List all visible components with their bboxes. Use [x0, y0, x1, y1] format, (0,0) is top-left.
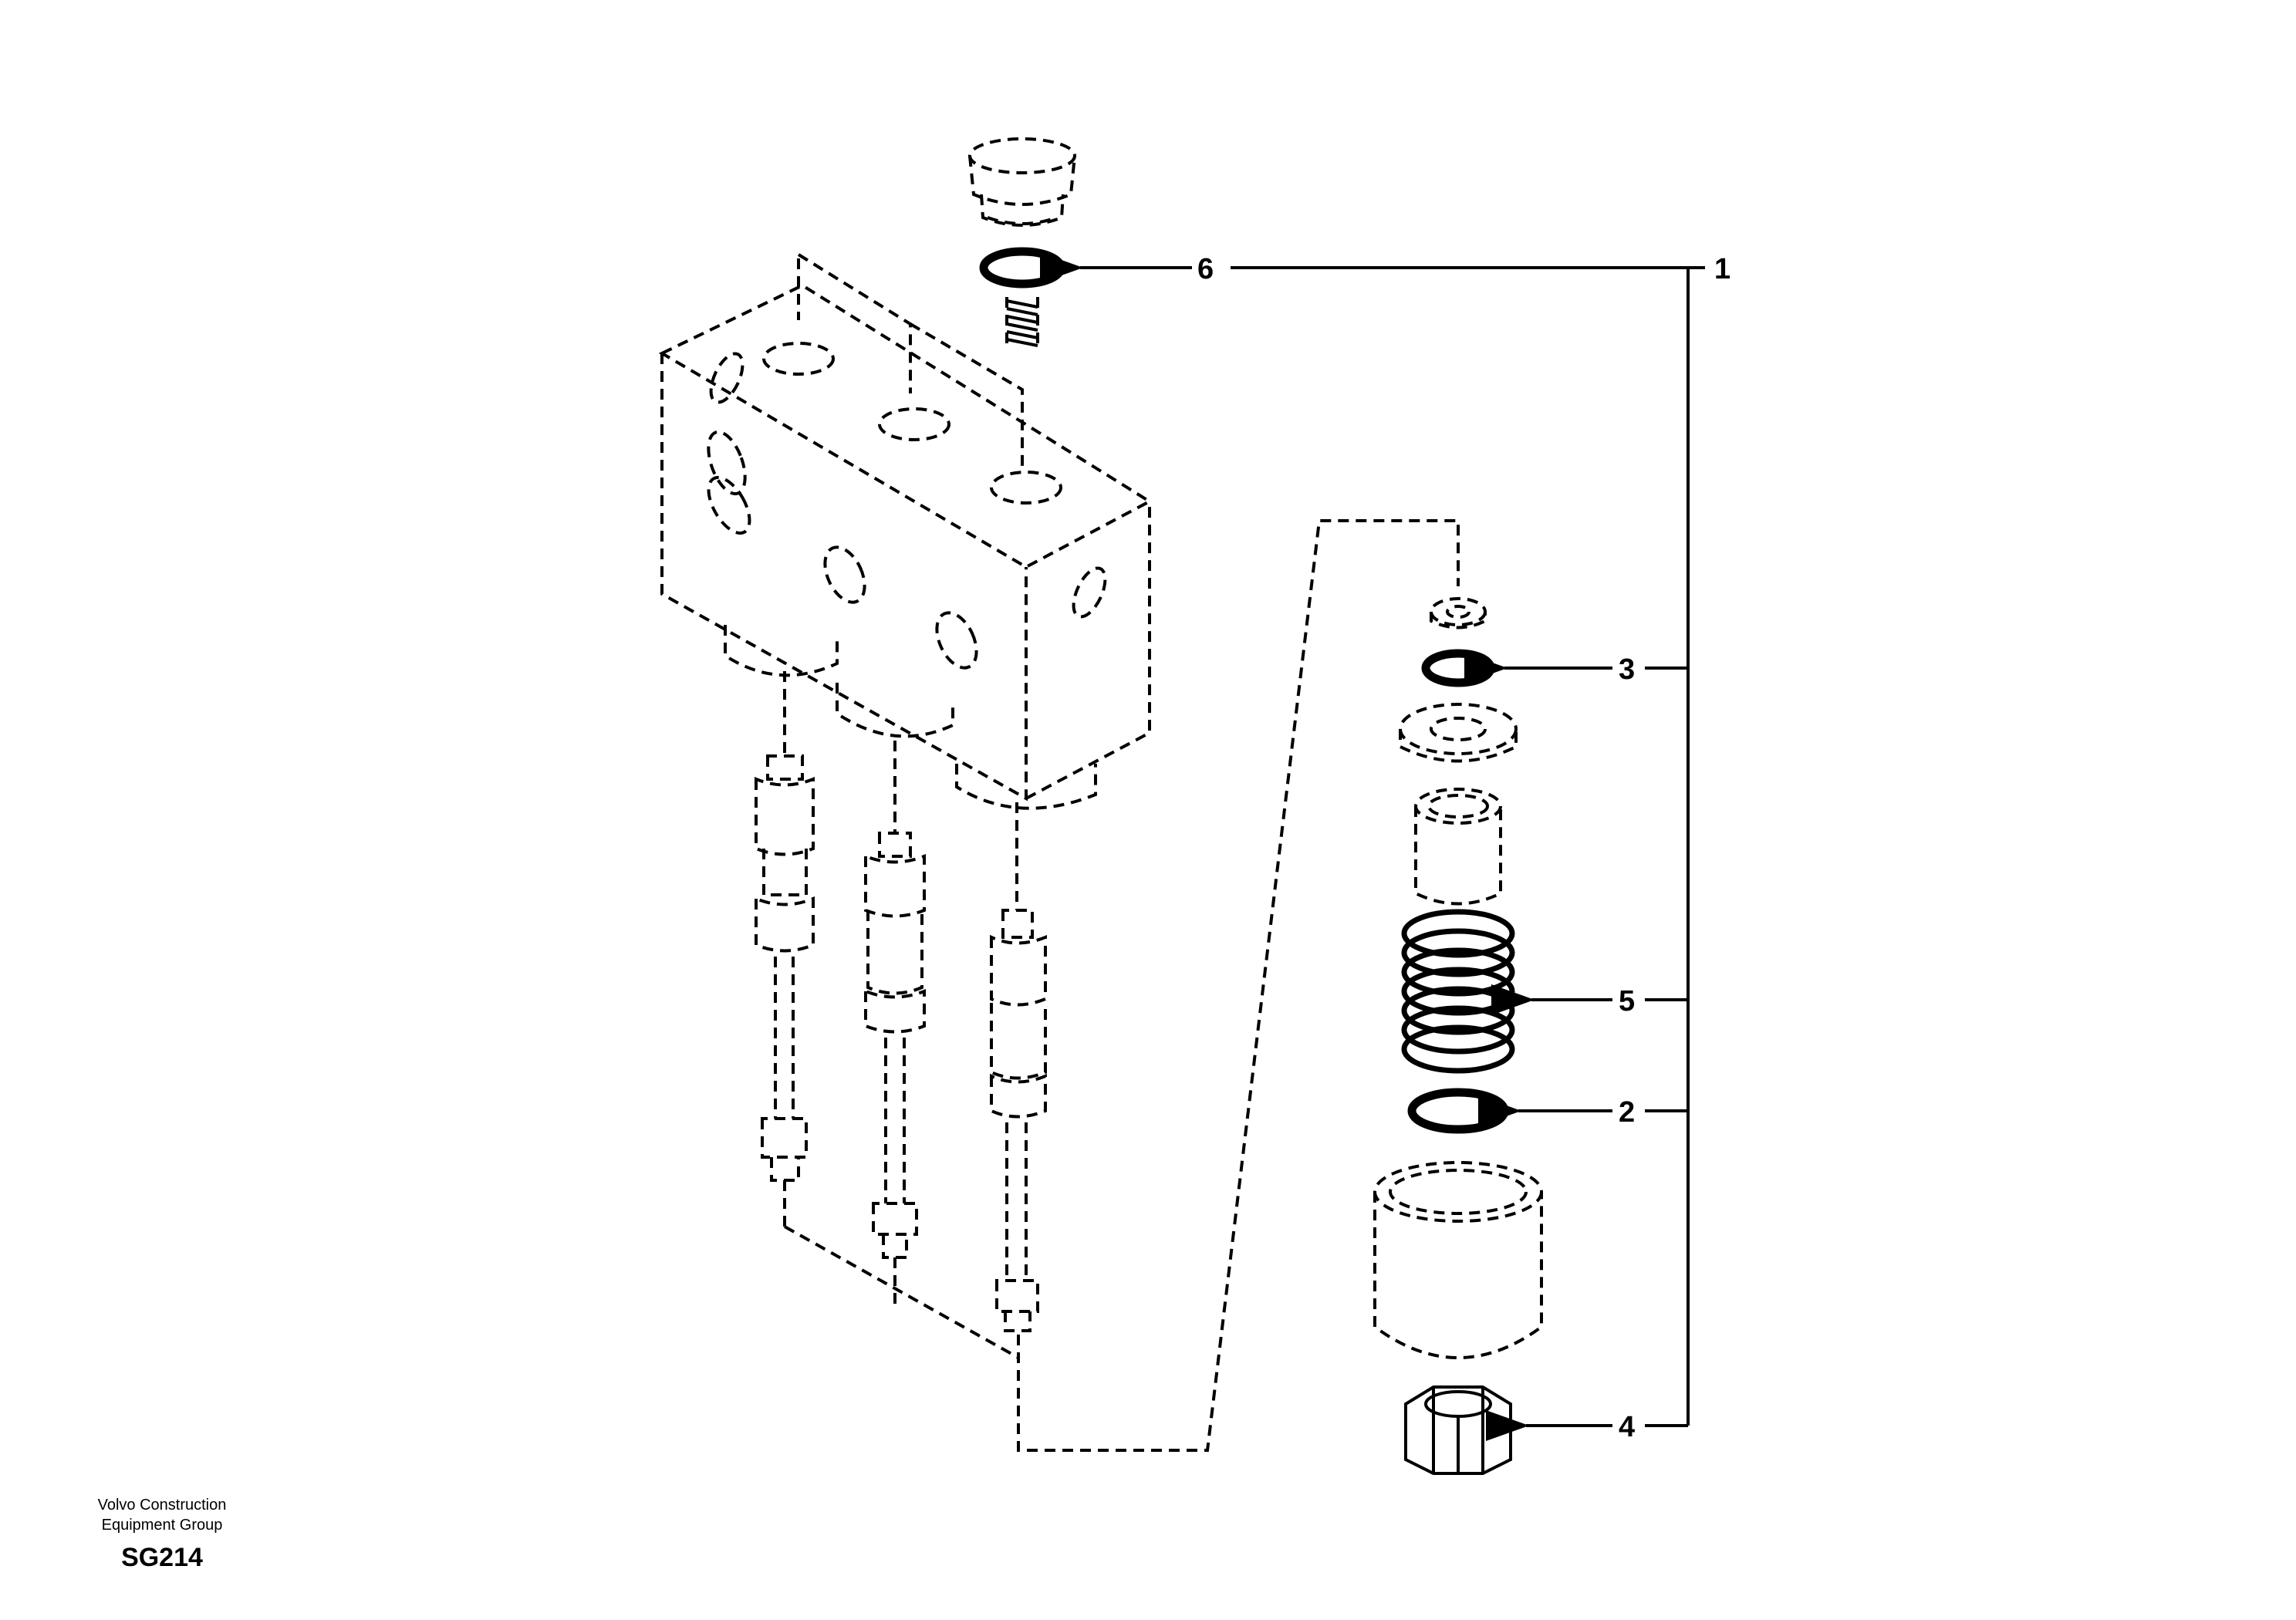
washer-top: [1430, 597, 1487, 629]
o-ring-3: [1421, 649, 1495, 687]
drawing-code: SG214: [121, 1543, 203, 1572]
callout-1: 1: [1714, 253, 1730, 285]
spring-seat: [1399, 703, 1518, 763]
spool-left: [755, 671, 815, 1227]
valve-block: [658, 253, 1153, 810]
spool-middle: [864, 741, 926, 1304]
callout-4: 4: [1619, 1411, 1635, 1443]
sleeve: [1414, 788, 1502, 906]
callout-5: 5: [1619, 985, 1635, 1018]
spool-right: [990, 802, 1047, 1332]
callout-2: 2: [1619, 1096, 1635, 1129]
footer-company-line1: Volvo Construction: [97, 1497, 227, 1514]
assembly-trace-line: [784, 519, 1460, 1452]
callout-3: 3: [1619, 653, 1635, 686]
callout-bracket: [1231, 266, 1705, 1427]
footer-company-line2: Equipment Group: [101, 1517, 223, 1534]
plug-assembly: [968, 137, 1076, 227]
cup: [1373, 1161, 1543, 1359]
footer-block: Volvo Construction Equipment Group SG214: [85, 1495, 239, 1573]
callout-6: 6: [1197, 253, 1214, 285]
spring-small: [1005, 297, 1039, 349]
o-ring-2: [1407, 1088, 1509, 1134]
o-ring-6: [979, 247, 1065, 289]
nut-4: [1404, 1385, 1512, 1475]
spring-5: [1401, 909, 1515, 1074]
